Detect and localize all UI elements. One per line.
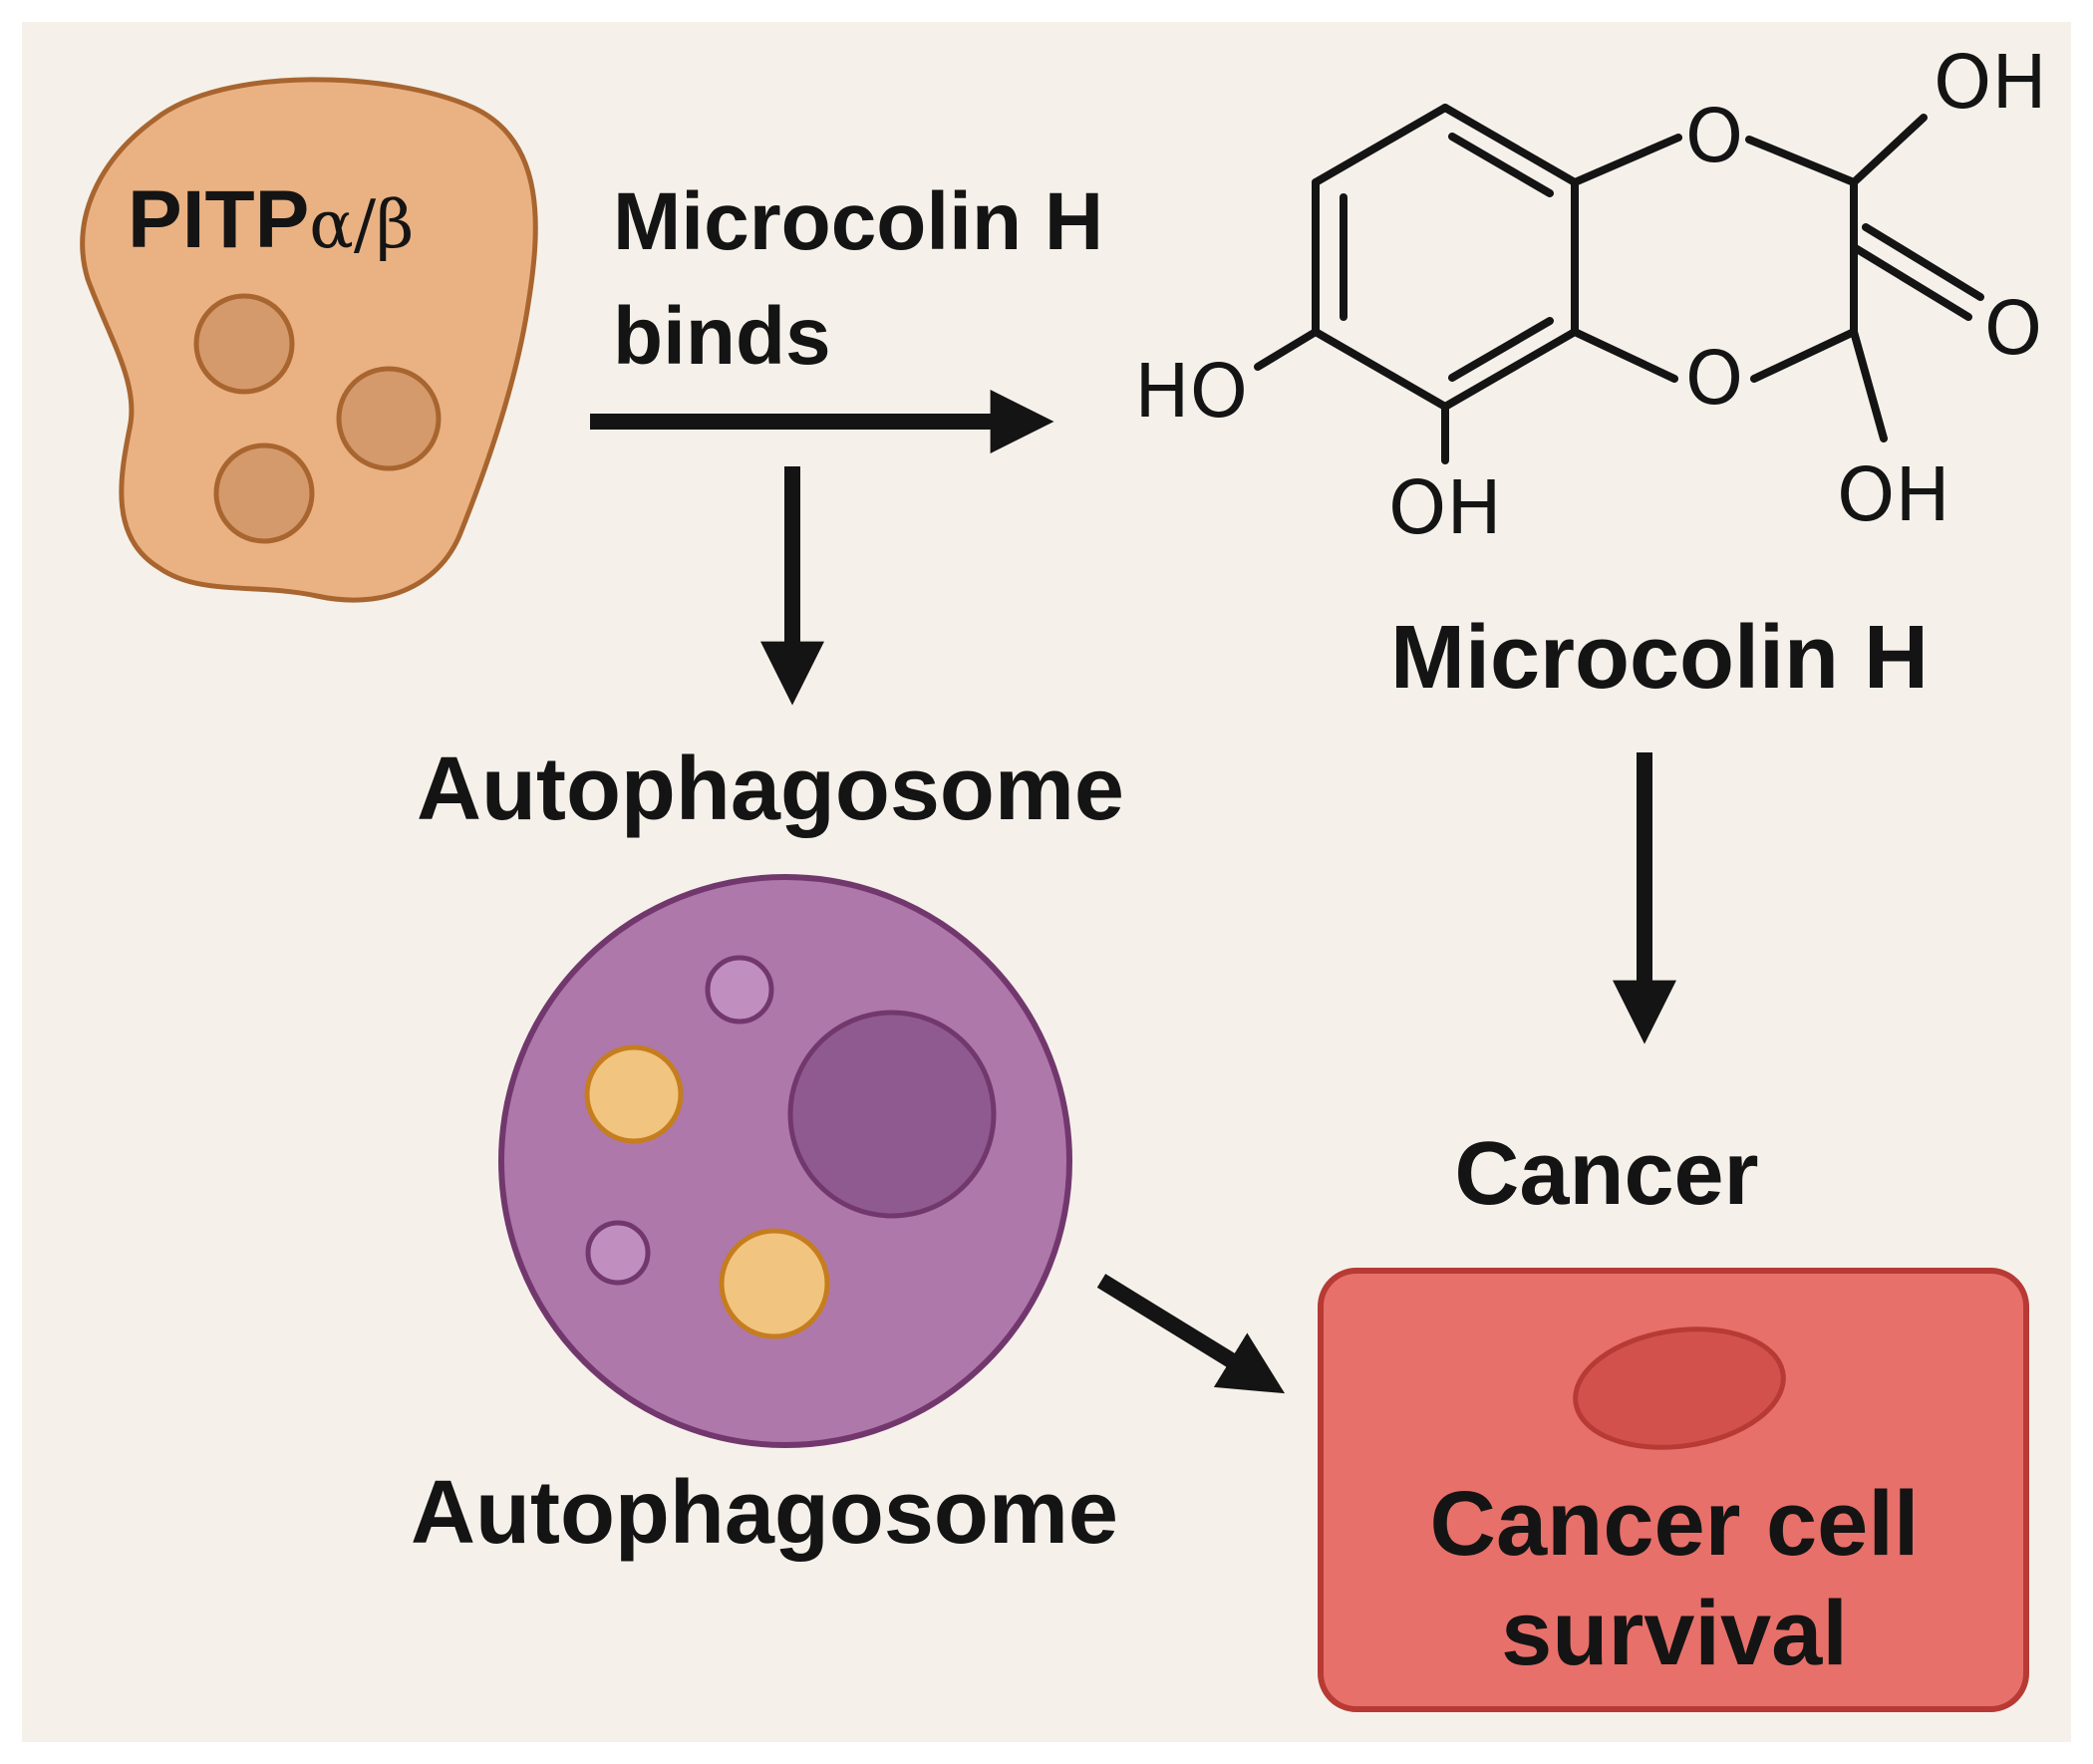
cancer-cell-membrane	[1318, 1268, 2029, 1712]
bond	[1571, 328, 1678, 383]
bond	[1571, 134, 1682, 186]
autophagosome-small-vesicle	[705, 955, 774, 1025]
carbonyl-bond	[1850, 243, 1972, 321]
oxygen-lower-label: O	[1685, 336, 1743, 422]
arrow-autophagosome-to-survival	[1096, 1274, 1286, 1394]
autophagosome-nucleus	[787, 1010, 997, 1219]
carbonyl-bond	[1862, 223, 1984, 301]
autophagosome-lower-label: Autophagosome	[411, 1463, 1118, 1563]
autophagosome-yellow-vesicle	[719, 1228, 830, 1339]
aromatic-bond	[1448, 133, 1554, 197]
cancer-cell-label-line1: Cancer cell	[1430, 1473, 1920, 1575]
bond	[1441, 328, 1579, 411]
bond	[1750, 328, 1858, 383]
oh-bottom-left-label: OH	[1388, 465, 1502, 551]
autophagosome-upper-label: Autophagosome	[417, 739, 1124, 839]
bond	[1254, 328, 1320, 371]
pitp-vesicle	[193, 293, 295, 395]
cancer-label: Cancer	[1454, 1124, 1758, 1224]
microcolin-h-atom-labels: O O O OH HO OH OH	[1134, 40, 2047, 551]
cancer-cell-label-line2: survival	[1501, 1583, 1848, 1684]
bond	[1441, 104, 1579, 186]
bond	[1312, 104, 1449, 186]
binds-label-line1: Microcolin H	[613, 176, 1103, 267]
binds-label-line2: binds	[613, 291, 831, 382]
oh-bottom-right-label: OH	[1837, 452, 1950, 538]
molecule-name-label: Microcolin H	[1390, 608, 1929, 708]
pitp-membrane	[80, 77, 538, 603]
autophagosome-small-vesicle	[585, 1220, 651, 1286]
carbonyl-oxygen-label: O	[1984, 286, 2042, 372]
oh-top-right-label: OH	[1934, 40, 2047, 126]
bond	[1850, 328, 1888, 442]
autophagosome-cell	[498, 874, 1072, 1448]
pitp-blob: PITPα/β	[80, 77, 538, 603]
pitp-vesicle	[213, 442, 315, 544]
bond	[1850, 114, 1928, 186]
oxygen-upper-label: O	[1685, 94, 1743, 179]
microcolin-h-structure	[1254, 104, 1984, 464]
autophagosome-yellow-vesicle	[584, 1044, 684, 1144]
bond	[1312, 328, 1449, 411]
ho-left-label: HO	[1134, 349, 1248, 435]
cancer-cell-nucleus	[1573, 1326, 1786, 1450]
cancer-cell: Cancer cell survival	[1318, 1268, 2029, 1712]
pitp-vesicle	[336, 366, 442, 471]
bond	[1745, 136, 1858, 186]
aromatic-bond	[1448, 317, 1554, 382]
pitp-label: PITPα/β	[128, 174, 414, 265]
